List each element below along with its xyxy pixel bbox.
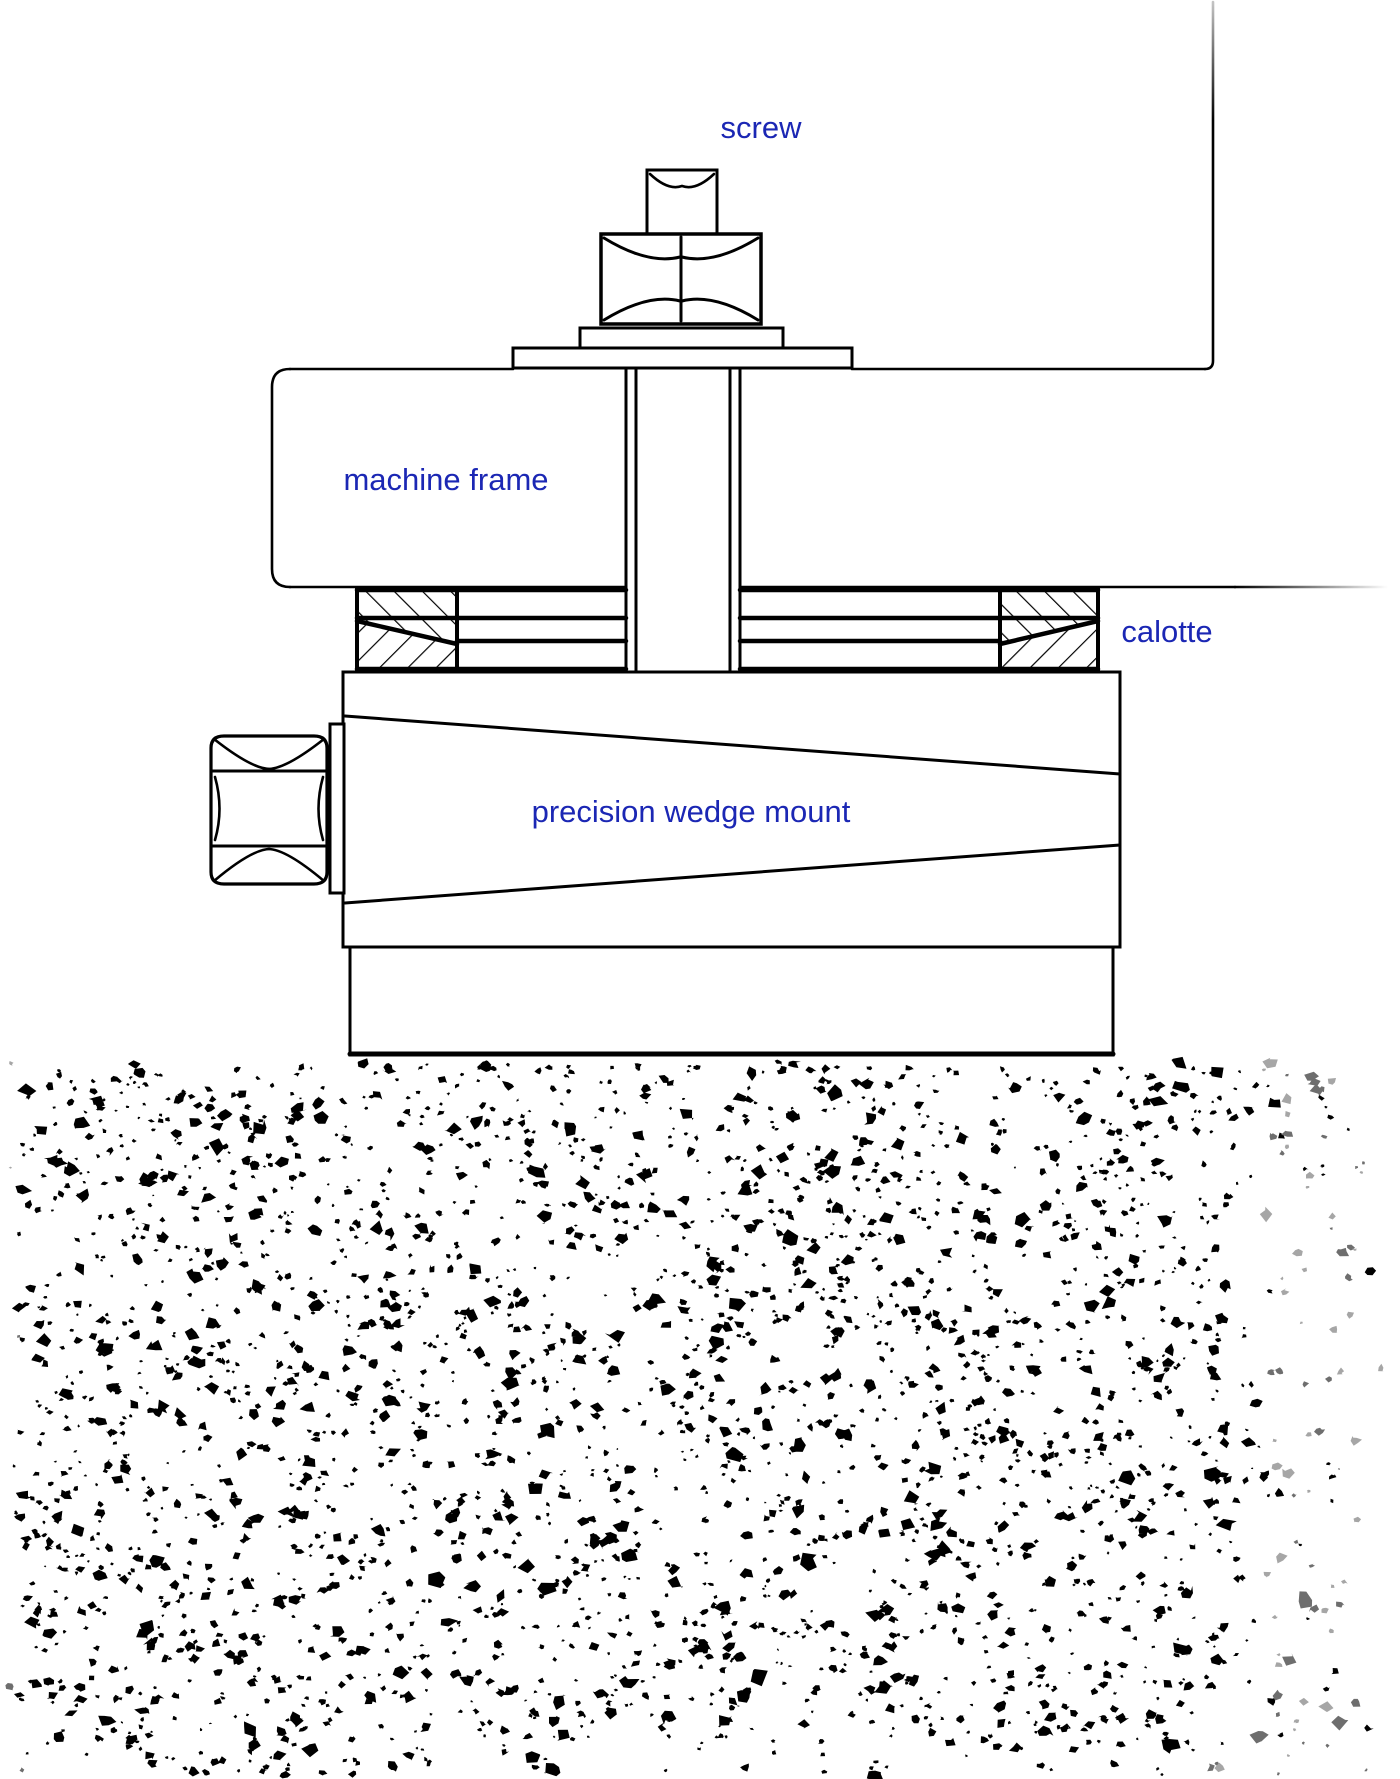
bolt-head-chamfer-arcs [212,737,326,883]
label-wedge-mount: precision wedge mount [532,794,851,829]
calotte-right-lower-section [1000,622,1098,671]
calotte-left-block-verticals [355,586,459,673]
machine-frame-left-edge [270,367,292,589]
wedge-taper-upper-line [343,714,1122,776]
calotte-left-cone-interface [354,618,460,647]
adjustment-bolt-head [209,734,329,886]
bolt-head-outline [209,734,329,886]
labels: screw machine frame calotte precision we… [343,110,1212,829]
wedge-taper-lower-line [343,843,1122,905]
machine-frame-right-edge [1203,0,1215,371]
label-screw: screw [721,110,803,145]
bolt-head-facet-lines [209,769,329,848]
foundation-speckles-mid [5,1071,1368,1776]
wedge-mount-body [341,670,1122,949]
screw-shaft-outer-lines [624,368,742,672]
machine-frame [270,0,1390,589]
label-machine-frame: machine frame [343,462,548,497]
screw-stud-chamfer-arcs [648,172,716,189]
clamp-plate [511,346,854,370]
calotte [354,586,1101,673]
screw-assembly [511,168,854,370]
calotte-right-block-verticals [998,586,1100,673]
foundation-texture [5,1056,1385,1779]
wedge-mount-base-plate [348,945,1115,1057]
calotte-left-upper-section [357,588,457,643]
screw-shaft [624,368,742,672]
calotte-right-upper-section [1000,588,1098,643]
calotte-left-lower-section [357,622,457,671]
calotte-right-cone-interface [997,618,1101,647]
adjustment-bolt-washer [328,722,346,895]
hex-nut-chamfer-arcs [602,236,760,322]
wedge-mount [209,670,1122,1057]
washer-upper [578,326,785,350]
foundation-speckles-dark [11,1056,1377,1779]
screw-shaft-inner-lines [634,368,732,672]
hex-nut [599,232,763,326]
label-calotte: calotte [1121,614,1212,649]
screw-stud-end [645,168,719,238]
